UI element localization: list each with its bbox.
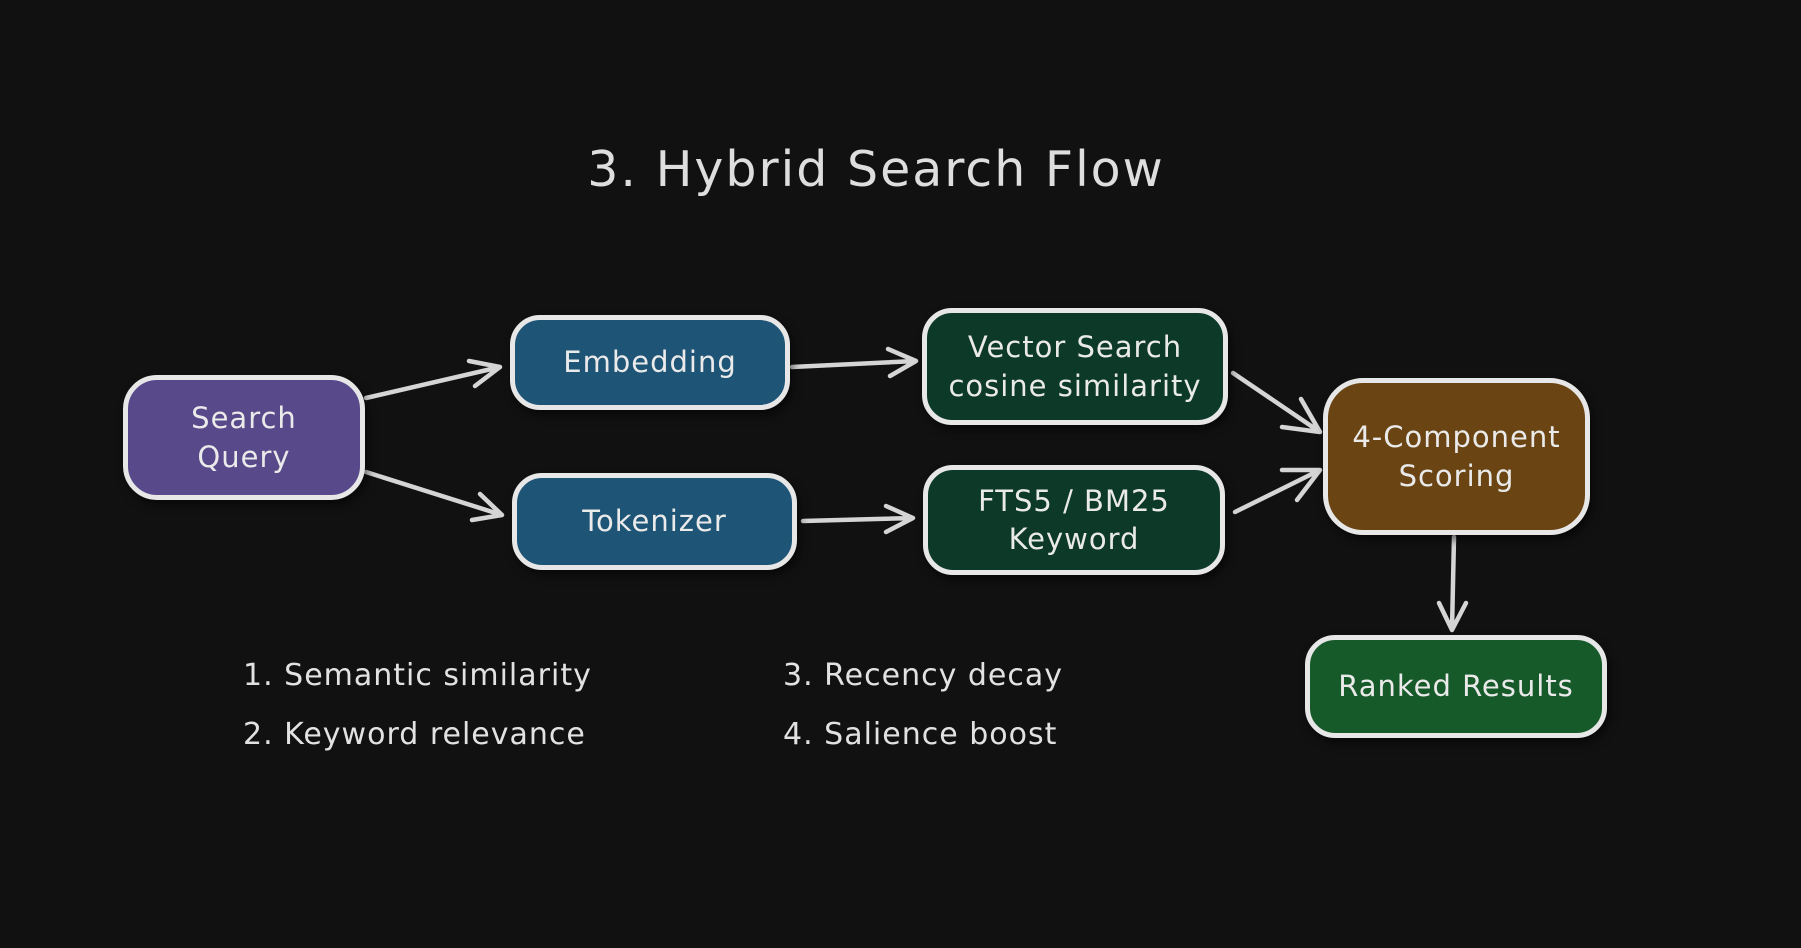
- node-embedding-label: Embedding: [563, 345, 737, 380]
- node-tokenizer-label: Tokenizer: [582, 504, 727, 539]
- arrow-scoring-to-ranked-results: [1436, 534, 1469, 633]
- node-fts-keyword: FTS5 / BM25 Keyword: [923, 465, 1225, 575]
- note-salience-boost: 4. Salience boost: [783, 717, 1058, 752]
- arrow-vector-search-to-scoring: [1230, 370, 1323, 435]
- arrow-embedding-to-vector-search: [789, 346, 919, 379]
- note-keyword-relevance: 2. Keyword relevance: [243, 717, 586, 752]
- node-embedding: Embedding: [510, 315, 790, 410]
- node-ranked-results-label: Ranked Results: [1338, 669, 1574, 704]
- node-search-query-label: Search Query: [191, 401, 297, 474]
- note-recency-decay: 3. Recency decay: [783, 658, 1063, 693]
- node-scoring-label: 4-Component Scoring: [1352, 420, 1561, 493]
- node-scoring: 4-Component Scoring: [1323, 378, 1590, 535]
- node-fts-keyword-label: FTS5 / BM25 Keyword: [978, 483, 1170, 556]
- node-tokenizer: Tokenizer: [512, 473, 797, 570]
- arrow-search-query-to-embedding: [363, 358, 503, 401]
- node-vector-search: Vector Search cosine similarity: [922, 308, 1228, 425]
- note-semantic-similarity: 1. Semantic similarity: [243, 658, 592, 693]
- arrow-search-query-to-tokenizer: [363, 469, 505, 523]
- arrow-fts-to-scoring: [1232, 467, 1323, 515]
- node-vector-search-label: Vector Search cosine similarity: [948, 330, 1202, 403]
- node-search-query: Search Query: [123, 375, 365, 500]
- diagram-title: 3. Hybrid Search Flow: [587, 141, 1165, 198]
- node-ranked-results: Ranked Results: [1305, 635, 1607, 738]
- arrow-tokenizer-to-fts: [800, 503, 916, 535]
